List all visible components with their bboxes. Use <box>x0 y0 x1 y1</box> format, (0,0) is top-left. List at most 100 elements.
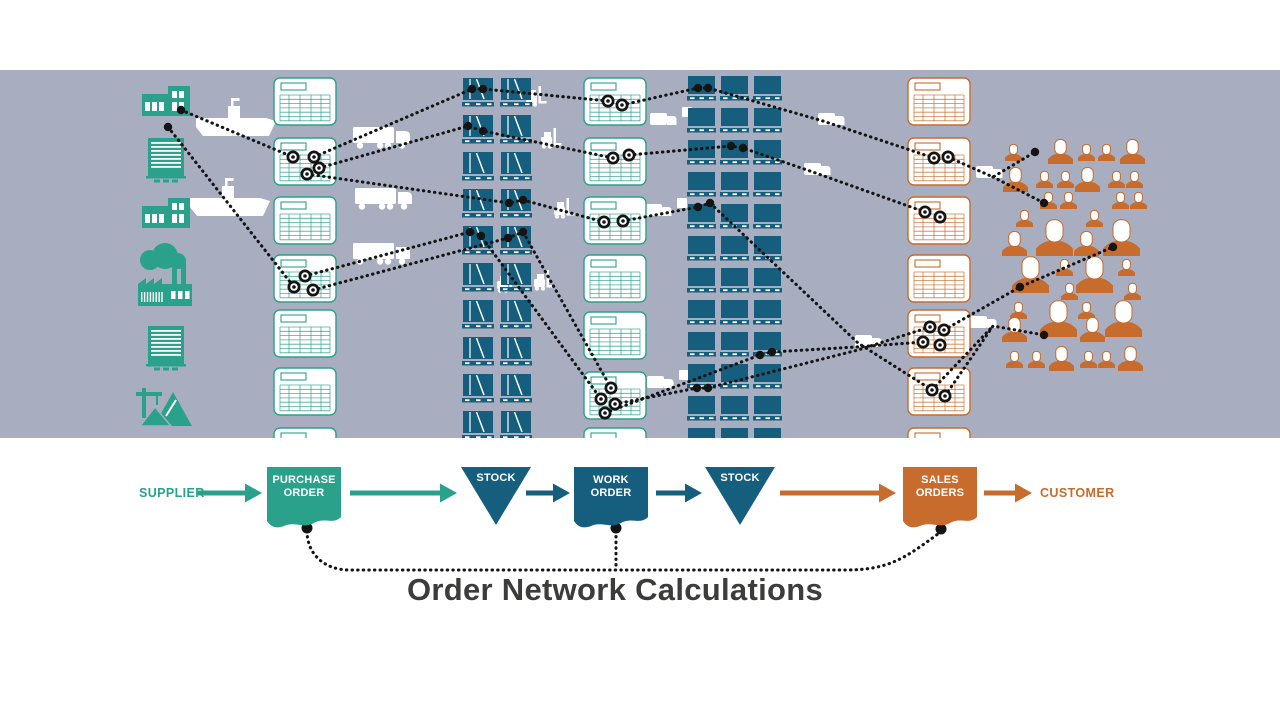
document-shape-icon <box>574 467 648 528</box>
connection-ring-node <box>918 205 932 219</box>
step-label: SALES ORDERS <box>915 474 965 499</box>
arrow-work-order-to-stock <box>656 481 702 505</box>
order-document-icon <box>907 427 971 438</box>
step-sales-orders: SALES ORDERS <box>903 467 977 531</box>
pallet-stock-icon <box>720 108 749 133</box>
customer-label: CUSTOMER <box>1040 486 1115 500</box>
pallet-stock-icon <box>687 236 716 261</box>
connection-ring-node <box>306 283 320 297</box>
connection-ring-node <box>933 338 947 352</box>
network-dotted-line <box>312 87 610 159</box>
pallet-stock-icon <box>753 268 782 293</box>
pallet-stock-icon <box>462 374 494 403</box>
connection-ring-node <box>606 151 620 165</box>
connection-dot-node <box>703 383 713 393</box>
pallet-stock-icon <box>462 337 494 366</box>
pallet-stock-icon <box>500 41 532 70</box>
customer-person-icon <box>1003 167 1028 192</box>
connection-ring-node <box>312 161 326 175</box>
order-document-icon <box>907 254 971 303</box>
connection-dot-node <box>693 83 703 93</box>
supplier-office-icon <box>146 138 186 183</box>
connection-ring-node <box>307 150 321 164</box>
customer-person-icon <box>1036 219 1073 256</box>
pallet-stock-icon <box>687 140 716 165</box>
arrow-purchase-order-to-stock <box>350 481 457 505</box>
network-dotted-line <box>991 175 1046 205</box>
arrow-icon <box>656 483 702 503</box>
pallet-stock-icon <box>753 172 782 197</box>
network-dotted-line <box>179 108 295 159</box>
arrow-icon <box>780 483 896 503</box>
supplier-office-icon <box>146 326 186 371</box>
customer-person-icon <box>1056 258 1073 276</box>
order-document-icon <box>907 77 971 126</box>
pallet-stock-icon <box>687 44 716 69</box>
pallet-stock-icon <box>753 76 782 101</box>
connection-ring-node <box>938 389 952 403</box>
connection-ring-node <box>916 335 930 349</box>
forklift-icon <box>534 270 555 291</box>
arrow-icon <box>350 483 457 503</box>
connection-ring-node <box>937 323 951 337</box>
connection-dot-node <box>738 143 748 153</box>
pallet-stock-icon <box>462 263 494 292</box>
connection-ring-node <box>300 167 314 181</box>
pallet-stock-icon <box>720 364 749 389</box>
step-label: STOCK <box>476 472 516 484</box>
customer-person-icon <box>1002 317 1027 342</box>
connection-dot-node <box>518 227 528 237</box>
truck-icon <box>355 188 412 210</box>
network-dotted-line <box>166 125 296 289</box>
customer-person-icon <box>1074 231 1099 256</box>
network-dotted-line <box>317 124 615 170</box>
customer-person-icon <box>1112 191 1129 209</box>
connection-dot-node <box>476 231 486 241</box>
order-document-icon <box>583 427 647 438</box>
pallet-stock-icon <box>687 364 716 389</box>
pallet-stock-icon <box>720 140 749 165</box>
pallet-stock-icon <box>720 76 749 101</box>
customer-person-icon <box>1049 346 1074 371</box>
pallet-stock-icon <box>753 108 782 133</box>
step-purchase-order: PURCHASE ORDER <box>267 467 341 531</box>
pallet-stock-icon <box>720 268 749 293</box>
customer-person-icon <box>1061 282 1078 300</box>
pallet-stock-icon <box>687 300 716 325</box>
customer-person-icon <box>1002 231 1027 256</box>
customer-person-icon <box>1080 350 1097 368</box>
step-label: WORK ORDER <box>590 474 632 499</box>
customer-person-icon <box>1040 300 1077 337</box>
pallet-stock-icon <box>753 44 782 69</box>
arrow-stock-to-work-order <box>526 481 570 505</box>
connection-dot-node <box>1039 198 1049 208</box>
customer-person-icon <box>1028 350 1045 368</box>
step-label: PURCHASE ORDER <box>272 474 336 499</box>
connection-ring-node <box>923 320 937 334</box>
pallet-stock-icon <box>687 108 716 133</box>
supplier-mine-crane-icon <box>136 388 192 427</box>
pallet-stock-icon <box>462 189 494 218</box>
connection-ring-node <box>616 214 630 228</box>
connection-dot-node <box>1039 330 1049 340</box>
customer-person-icon <box>1006 350 1023 368</box>
connection-dot-node <box>465 227 475 237</box>
pallet-stock-icon <box>500 78 532 107</box>
pallet-stock-icon <box>720 236 749 261</box>
pallet-stock-icon <box>462 152 494 181</box>
pallet-stock-icon <box>687 332 716 357</box>
pallet-stock-icon <box>720 332 749 357</box>
truck-icon <box>353 243 410 265</box>
pallet-stock-icon <box>500 374 532 403</box>
pallet-stock-icon <box>687 396 716 421</box>
customer-person-icon <box>1086 209 1103 227</box>
pallet-stock-icon <box>500 411 532 438</box>
arrow-stock-to-sales-orders <box>780 481 896 505</box>
pallet-stock-icon <box>687 268 716 293</box>
stock-triangle-icon <box>705 467 775 525</box>
order-document-icon <box>273 77 337 126</box>
step-label: STOCK <box>720 472 760 484</box>
pallet-stock-icon <box>500 115 532 144</box>
customer-person-icon <box>1130 191 1147 209</box>
